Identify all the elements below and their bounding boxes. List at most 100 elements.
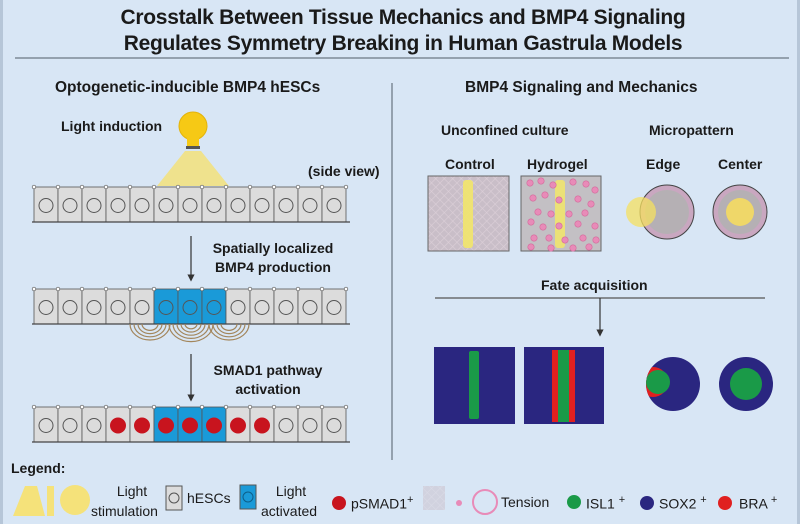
tension-spot [555,196,563,204]
legend-activated-icon [239,484,257,510]
hesc-cell [225,406,251,443]
figure-title-line2: Regulates Symmetry Breaking in Human Gas… [123,32,683,55]
junction-dot [295,404,301,410]
hydrogel-label: Hydrogel [527,156,588,172]
legend-sox2: SOX2 + [659,494,707,512]
tension-spot [587,200,595,208]
junction-dot [223,404,229,410]
junction-dot [271,286,277,292]
micropattern-center [712,184,768,240]
hesc-cell [57,406,83,443]
step2-label-line2: activation [235,381,301,397]
legend-title: Legend: [11,460,66,476]
tension-spot [579,234,587,242]
tension-spot [591,186,599,194]
nucleus [110,300,126,315]
hesc-cell [81,186,107,223]
activated-cell [177,406,203,443]
hesc-cell [81,406,107,443]
diffusion-arc [216,323,242,335]
nucleus [134,198,150,213]
legend-bra: BRA + [739,494,777,512]
tension-spot [555,222,563,230]
junction-dot [295,286,301,292]
hesc-cell [105,186,131,223]
diagram-art [13,57,789,516]
junction-dot [223,184,229,190]
diffusion-arc [180,323,202,333]
hesc-cell [177,186,203,223]
psmad-nucleus [134,417,150,434]
legend-hesc-icon [165,485,183,511]
tension-spot [527,243,535,251]
hesc-cell [129,186,155,223]
junction-dot [31,184,37,190]
hesc-cell [129,288,155,325]
diffusion-arc [208,323,250,341]
junction-dot [199,184,205,190]
isl1-stripe [469,351,479,419]
diffusion-arc [212,323,246,338]
hesc-cell [105,288,131,325]
tension-spot [585,243,593,251]
legend-sox2-dot [640,496,654,510]
bra-plus: + [770,494,778,506]
tension-spot [582,180,590,188]
tension-spot [565,210,573,218]
junction-dot [223,286,229,292]
nucleus [62,418,78,433]
junction-dot [319,286,325,292]
hesc-cell [33,288,59,325]
control-culture [427,175,510,252]
junction-dot [319,404,325,410]
hesc-cell [105,406,131,443]
diffusion-arc [176,323,206,336]
junction-dot [127,286,133,292]
nucleus [326,418,342,433]
legend-hescs: hESCs [187,490,231,506]
legend-light-stimulation-icon [13,485,90,516]
legend-psmad-dot [332,496,346,510]
cell-row-initial [31,184,350,223]
junction-dot [127,404,133,410]
nucleus [158,198,174,213]
right-panel-heading: BMP4 Signaling and Mechanics [465,79,698,96]
activated-cell [153,406,179,443]
tension-spot [592,236,600,244]
isl1-stripe [558,350,569,422]
junction-dot [151,404,157,410]
diffusion-arc [129,323,171,341]
center-label: Center [718,156,763,172]
fate-edge [646,357,700,411]
tension-spot [581,209,589,217]
hesc-cell [297,406,323,443]
junction-dot [79,404,85,410]
nucleus [86,300,102,315]
hesc-cell [249,406,275,443]
nucleus [254,198,270,213]
tension-spot [574,220,582,228]
tension-spot [539,223,547,231]
legend-isl1: ISL1 + [586,494,625,512]
unconfined-culture-label: Unconfined culture [441,122,569,138]
hesc-cell [273,186,299,223]
tension-spot [526,179,534,187]
nucleus [38,198,54,213]
nucleus [158,300,174,315]
tension-spot [569,178,577,186]
figure-title-line1: Crosstalk Between Tissue Mechanics and B… [120,6,686,29]
nucleus [182,198,198,213]
legend-sox2-text: SOX2 [659,495,697,512]
tension-spot [549,181,557,189]
junction-dot [247,184,253,190]
activated-cell [201,406,227,443]
hesc-cell [321,186,347,223]
light-bulb-icon [157,111,229,186]
junction-dot [127,184,133,190]
legend-activated-line2: activated [261,503,318,519]
nucleus [302,418,318,433]
tension-spot [534,208,542,216]
nucleus [38,418,54,433]
legend-tension-ring [472,489,498,515]
psmad-plus: + [407,494,414,506]
